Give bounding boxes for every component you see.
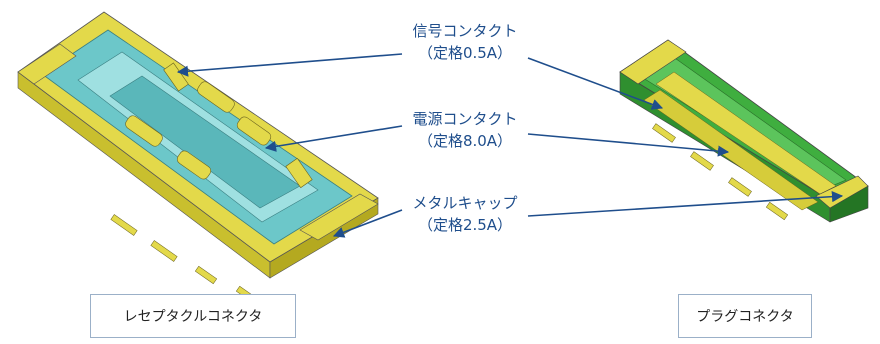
leader-signal-to-receptacle [176, 53, 403, 77]
leader-cap-to-plug [527, 191, 844, 217]
callout-signal-contact: 信号コンタクト （定格0.5A） [385, 20, 545, 64]
caption-plug-label: プラグコネクタ [696, 309, 794, 325]
leader-cap-to-receptacle [332, 209, 403, 238]
callout-signal-contact-name: 信号コンタクト [412, 22, 518, 40]
callout-signal-contact-rating: （定格0.5A） [417, 44, 513, 62]
callout-metal-cap-rating: （定格2.5A） [417, 216, 513, 234]
callout-metal-cap: メタルキャップ （定格2.5A） [385, 192, 545, 236]
caption-plug-connector: プラグコネクタ [678, 294, 812, 338]
callout-power-contact-rating: （定格8.0A） [417, 132, 513, 150]
callout-metal-cap-name: メタルキャップ [412, 194, 518, 212]
caption-receptacle-label: レセプタクルコネクタ [123, 309, 263, 325]
leader-power-to-receptacle [264, 125, 403, 152]
callout-power-contact: 電源コンタクト （定格8.0A） [385, 108, 545, 152]
leader-power-to-plug [527, 133, 730, 157]
plug-connector-image [619, 39, 869, 223]
callout-power-contact-name: 電源コンタクト [412, 110, 518, 128]
leader-signal-to-plug [527, 57, 664, 110]
receptacle-connector-image [17, 11, 379, 305]
leader-lines [176, 53, 844, 238]
caption-receptacle-connector: レセプタクルコネクタ [90, 294, 296, 338]
